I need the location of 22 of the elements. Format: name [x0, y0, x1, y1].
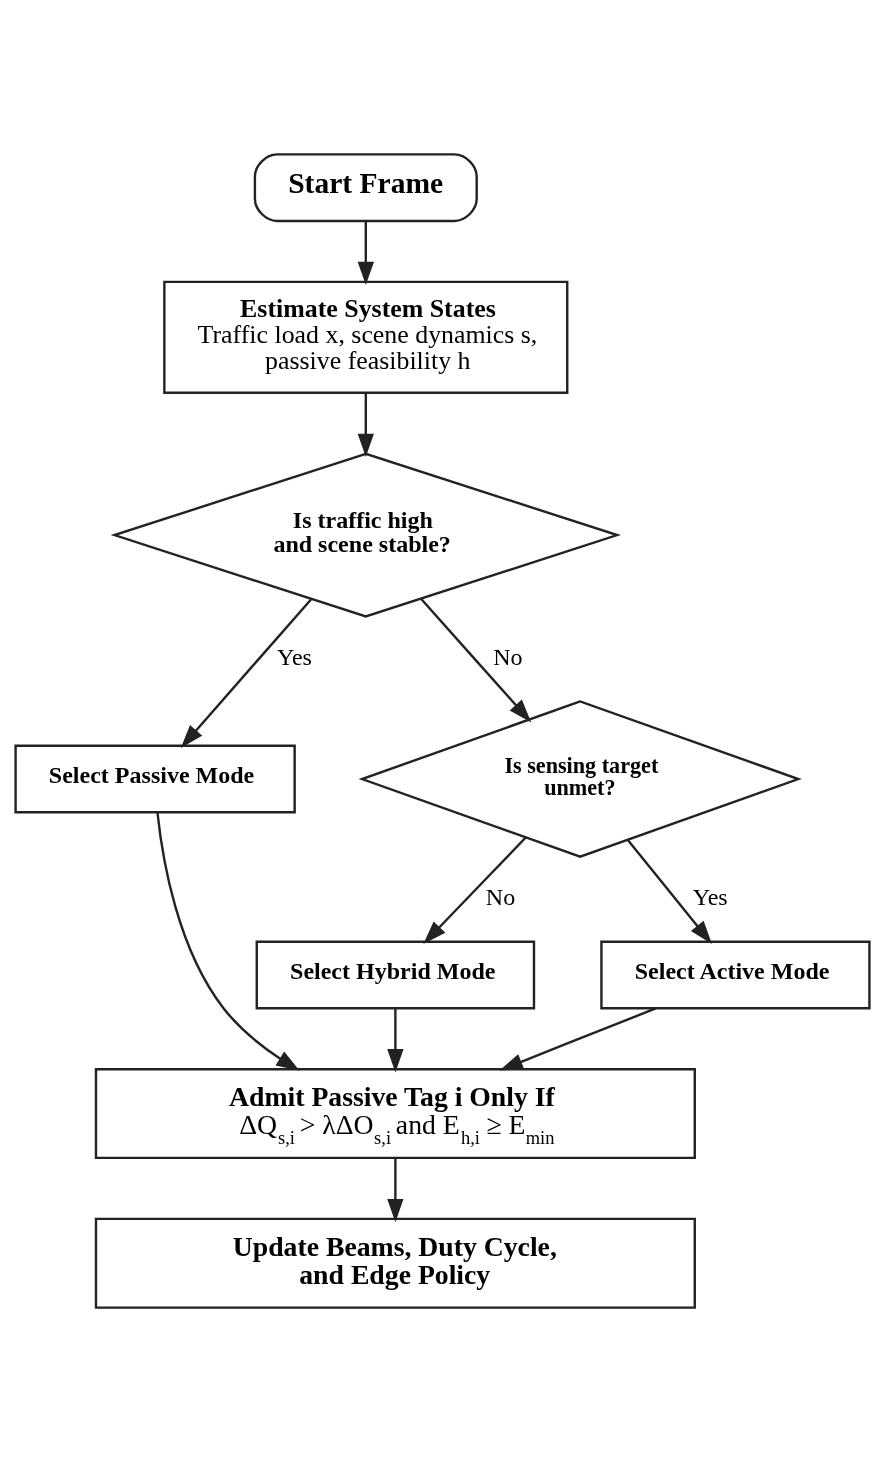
node-box: Estimate System States Traffic load x, scene dynamics s, passive feasibility h [163, 280, 569, 394]
node-box: Select Passive Mode [14, 744, 296, 814]
node-box: Select Active Mode [600, 939, 871, 1009]
edge-label: No [485, 883, 516, 910]
arrow [627, 838, 712, 944]
arrow [387, 1157, 404, 1222]
node-box: Select Hybrid Mode [255, 939, 536, 1009]
arrow [420, 597, 532, 722]
node-diamond: Is traffic high and scene stable? [110, 452, 622, 618]
arrow [180, 598, 312, 748]
node-box: Update Beams, Duty Cycle, and Edge Policy [94, 1217, 696, 1309]
edge-label: Yes [276, 643, 312, 670]
arrow [357, 392, 374, 457]
arrow [156, 812, 300, 1071]
edge-label: No [493, 643, 523, 670]
node-box: Start Frame [253, 152, 478, 222]
arrow [423, 836, 527, 944]
node-box: Admit Passive Tag i Only If ΔQ$_{s,i}$ > λΔO$_{s,i}$ and E$_{h,i}$ ≥ E$_{min}$ [94, 1067, 696, 1159]
arrow [499, 1006, 657, 1070]
arrow [357, 220, 374, 285]
arrow [387, 1008, 404, 1072]
edge-label: Yes [692, 883, 728, 910]
